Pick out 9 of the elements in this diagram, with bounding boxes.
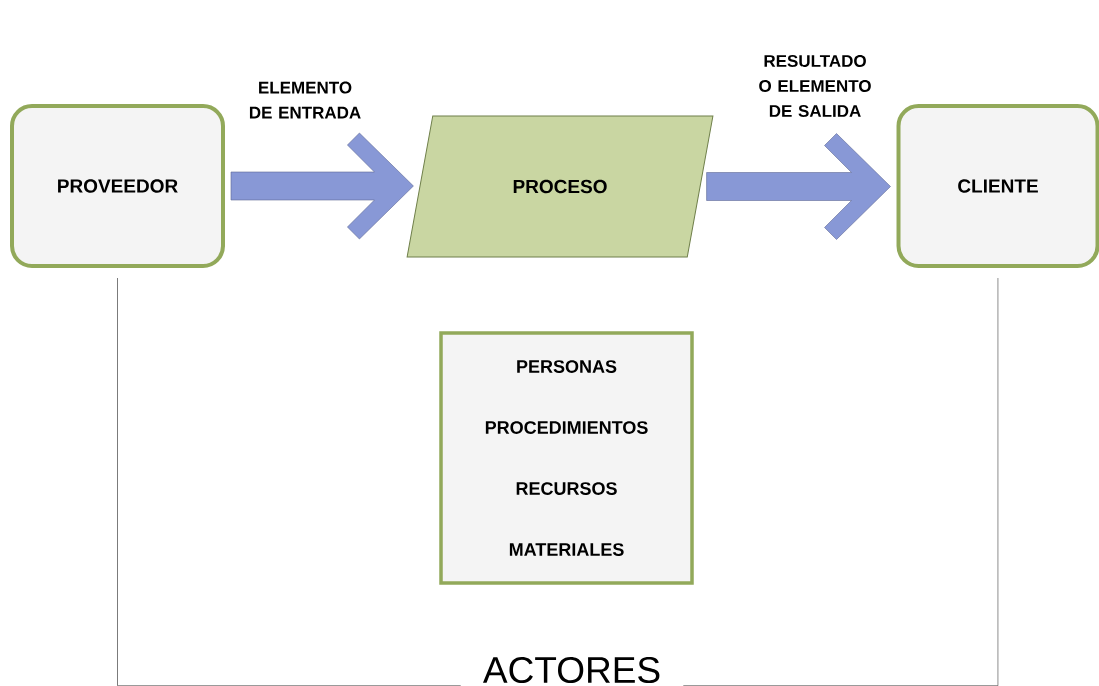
process-box: PROVEEDOR [10,104,225,268]
connector-line [117,277,462,686]
resources-box: PERSONAS PROCEDIMIENTOS RECURSOS MATERIALES [439,331,694,585]
edge-label: RESULTADO O ELEMENTO DE SALIDA [747,51,883,121]
edge-label: ELEMENTO DE ENTRADA [237,78,373,122]
connector-line [682,277,999,686]
process-box: CLIENTE [896,104,1099,268]
caption-text: ACTORES [483,656,660,684]
process-parallelogram: PROCESO [406,115,714,258]
